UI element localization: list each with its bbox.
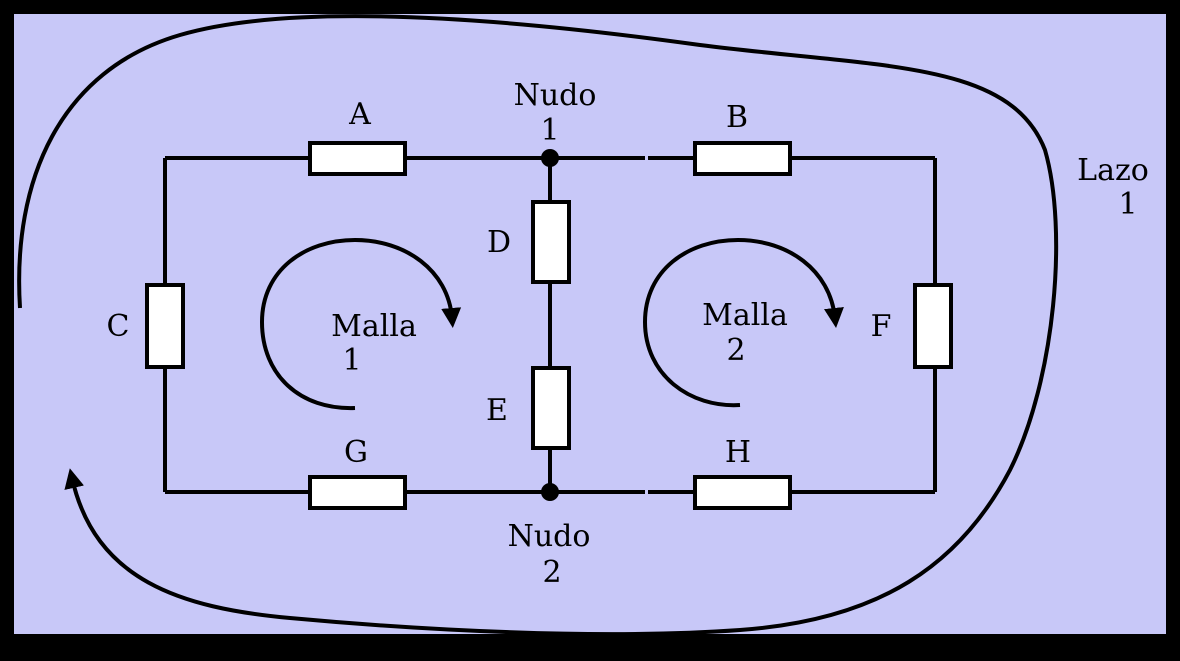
node-2-number: 2 (542, 555, 561, 590)
resistor-a-label: A (348, 97, 371, 132)
resistor-c (145, 283, 185, 369)
loop-1-label: Lazo (1077, 153, 1149, 188)
resistor-h (693, 475, 792, 510)
resistor-f (913, 283, 953, 369)
mesh-1-arrow-icon (259, 237, 462, 411)
resistor-b-label: B (726, 100, 748, 135)
mesh-1-label: Malla (331, 309, 417, 344)
resistor-a (308, 141, 407, 176)
resistor-g (308, 475, 407, 510)
node-2-label: Nudo (508, 519, 591, 554)
node-1-dot (541, 149, 559, 167)
resistor-f-label: F (871, 309, 892, 344)
node-1-number: 1 (540, 113, 559, 148)
resistor-b (693, 141, 792, 176)
resistor-h-label: H (725, 435, 751, 470)
mesh-2-label: Malla (702, 298, 788, 333)
diagram-background (14, 14, 1166, 634)
resistor-d-label: D (487, 225, 511, 260)
mesh-2-number: 2 (726, 333, 745, 368)
resistor-d (531, 200, 571, 284)
loop-1-arrow-icon (17, 14, 1059, 637)
resistor-e-label: E (486, 393, 508, 428)
resistor-e (531, 366, 571, 450)
mesh-2-arrow-icon (642, 237, 844, 408)
loop-1-number: 1 (1118, 187, 1137, 222)
resistor-g-label: G (344, 435, 368, 470)
node-1-label: Nudo (514, 78, 597, 113)
node-2-dot (541, 483, 559, 501)
mesh-1-number: 1 (342, 343, 361, 378)
resistor-c-label: C (107, 309, 130, 344)
